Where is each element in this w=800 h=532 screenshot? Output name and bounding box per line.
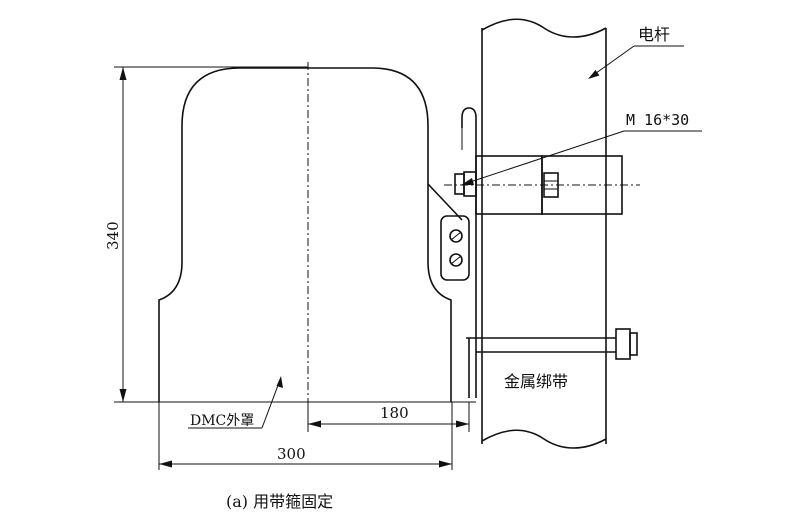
band-label: 金属绑带 — [504, 372, 568, 391]
dmc-cover — [158, 62, 452, 402]
cover-label: DMC外罩 — [190, 413, 254, 429]
dimension-300-label: 300 — [277, 445, 306, 463]
metal-band — [476, 328, 638, 360]
pole-label: 电杆 — [638, 25, 670, 44]
dimension-340-label: 340 — [104, 221, 122, 250]
dimension-300 — [158, 402, 453, 470]
leader-bolt — [461, 130, 702, 185]
dimension-180 — [307, 402, 470, 432]
bolt-label: M 16*30 — [626, 111, 689, 129]
dimension-340 — [114, 66, 476, 403]
dimension-180-label: 180 — [380, 404, 409, 422]
mounting-bracket — [427, 107, 477, 398]
leader-pole — [588, 45, 684, 79]
leader-cover — [188, 376, 283, 429]
utility-pole — [481, 18, 607, 449]
figure-caption: (a) 用带箍固定 — [226, 492, 333, 511]
